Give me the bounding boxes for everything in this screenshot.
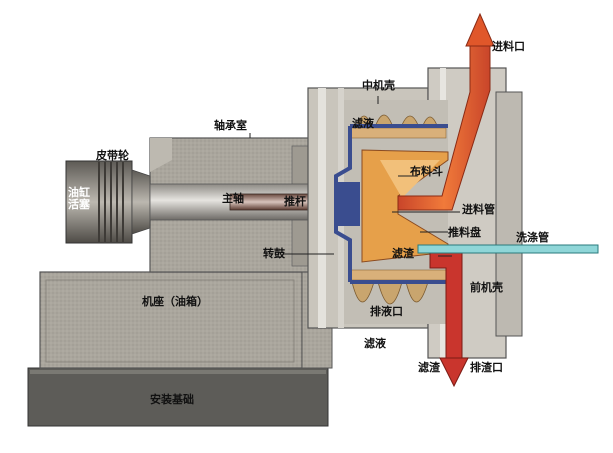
- label-middle-casing: 中机壳: [362, 79, 395, 92]
- label-main-shaft: 主轴: [222, 192, 244, 205]
- label-feed-inlet: 进料口: [492, 40, 525, 53]
- label-pusher-plate: 推料盘: [448, 226, 481, 239]
- foundation-block: [27, 367, 329, 427]
- label-push-rod: 推杆: [284, 195, 306, 208]
- label-rotary-drum: 转鼓: [263, 247, 285, 260]
- label-cylinder-piston: 油缸 活塞: [68, 186, 90, 211]
- feed-inlet-arrow: [465, 12, 495, 47]
- label-drain-outlet: 排液口: [370, 305, 403, 318]
- label-distributor: 布料斗: [410, 165, 443, 178]
- label-wash-pipe: 洗涤管: [516, 231, 549, 244]
- rotary-drum: [334, 124, 448, 284]
- label-filter-cake-out: 滤渣: [418, 361, 440, 374]
- label-cake-outlet: 排渣口: [470, 361, 503, 374]
- label-frame: 机座（油箱）: [142, 295, 208, 308]
- label-filtrate-bottom: 滤液: [364, 337, 386, 350]
- filtrate-bottom-blobs: [351, 281, 429, 305]
- label-front-casing: 前机壳: [470, 281, 503, 294]
- frame-block: [39, 271, 303, 369]
- feed-pipe: [397, 43, 491, 211]
- cake-outlet-arrow: [439, 357, 469, 388]
- label-filtrate-top: 滤液: [352, 117, 374, 130]
- wash-pipe: [417, 244, 599, 254]
- label-belt-pulley: 皮带轮: [96, 149, 129, 162]
- label-foundation: 安装基础: [150, 393, 194, 406]
- label-bearing-housing: 轴承室: [214, 119, 247, 132]
- label-filter-cake-inner: 滤渣: [392, 247, 414, 260]
- distributor-cone: [361, 149, 449, 263]
- label-feed-pipe: 进料管: [462, 203, 495, 216]
